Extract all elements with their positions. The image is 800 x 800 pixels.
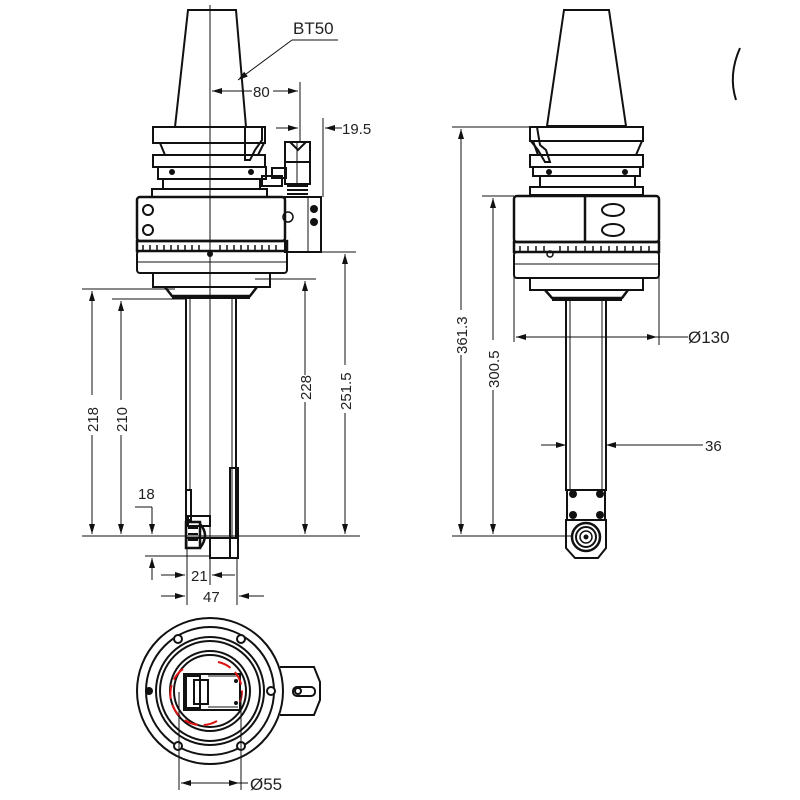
main-body: [135, 195, 287, 243]
dim-80: 80: [253, 84, 270, 101]
shaft-collar: [164, 286, 258, 298]
spindle-nose: [570, 521, 602, 553]
spring: [287, 185, 308, 195]
bottom-view: [136, 617, 321, 765]
front-view: [135, 5, 322, 560]
dim-18: 18: [138, 486, 155, 503]
side-taper: [545, 9, 628, 127]
bt50-label: BT50: [293, 19, 334, 38]
side-dimensions: 361.3 300.5 Ø130 36: [452, 126, 730, 537]
dim-361-3: 361.3: [454, 316, 471, 354]
oil-port: [601, 223, 625, 237]
cutter-head: [184, 520, 202, 550]
flange-top: [152, 126, 266, 144]
dim-300-5: 300.5: [486, 350, 503, 388]
dim-218: 218: [85, 407, 102, 432]
dim-diameter-55: Ø55: [250, 775, 282, 794]
side-bracket: [284, 196, 322, 253]
front-dimensions: BT50 80 19.5 218 210 228 251.5: [82, 19, 371, 606]
bottom-cutter-head: [183, 673, 241, 711]
bottom-dimensions: Ø55: [178, 692, 282, 794]
extension-shaft: [185, 297, 237, 539]
side-shaft: [565, 299, 607, 491]
dim-21: 21: [191, 568, 208, 585]
rotation-arc: [169, 666, 218, 727]
outer-flange: [136, 617, 284, 765]
oil-port: [601, 203, 625, 217]
dim-diameter-130: Ø130: [688, 328, 730, 347]
side-main-body: [512, 194, 661, 244]
scale-ring: [135, 239, 289, 253]
partial-view-arc: [731, 47, 741, 101]
dim-47: 47: [203, 589, 220, 606]
side-cutter-head: [565, 519, 607, 559]
stop-lug: [280, 666, 321, 716]
dim-36: 36: [705, 438, 722, 455]
dim-228: 228: [298, 375, 315, 400]
dim-251-5: 251.5: [338, 372, 355, 410]
drive-key: [244, 126, 263, 161]
side-view: [512, 9, 661, 559]
dim-19-5: 19.5: [342, 121, 371, 138]
dim-210: 210: [114, 407, 131, 432]
